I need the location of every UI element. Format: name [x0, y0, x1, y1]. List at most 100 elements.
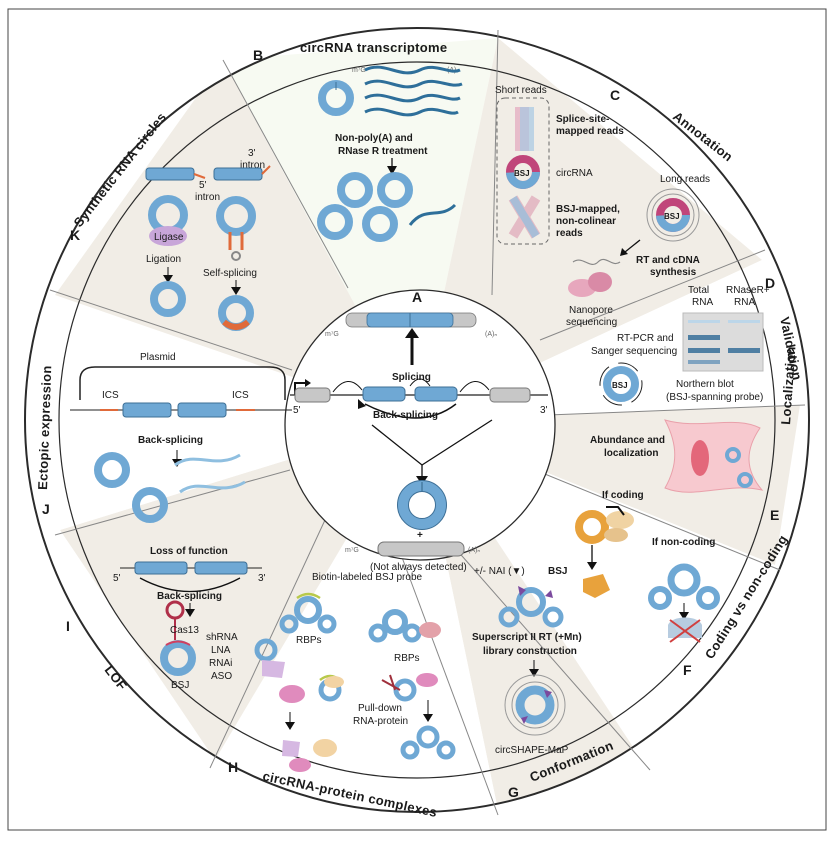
nai-label: +/- NAI (▼) — [474, 566, 525, 577]
sector-title-e: Localization — [778, 346, 798, 426]
cas13-label: Cas13 — [170, 625, 199, 636]
panel-c: Short reads BSJ Splice-site- mapped read… — [495, 85, 710, 328]
sector-letter-j: J — [42, 501, 50, 517]
sector-letter-i: I — [66, 618, 70, 634]
bsj-c: BSJ — [514, 169, 530, 178]
five-k: 5' — [199, 180, 207, 191]
nano-2: sequencing — [566, 317, 617, 328]
title-band-inner — [58, 61, 776, 779]
rbps2-label: RBPs — [394, 653, 420, 664]
ics2-label: ICS — [232, 390, 249, 401]
pre-mrna: m⁷G (A)ₙ Splicing — [325, 312, 497, 383]
sector-letter-e: E — [770, 507, 779, 523]
gene-locus: 5' 3' Back-splicing — [290, 378, 548, 485]
cap-b: m⁷G — [352, 67, 366, 74]
bsj-3: reads — [556, 228, 583, 239]
panel-e: Abundance and localization — [590, 419, 764, 493]
sector-letter-d: D — [765, 275, 775, 291]
rnaser-2: RNA — [734, 297, 755, 308]
circrna-product-a: + m⁷G (A)ₙ (Not always detected) — [345, 480, 480, 573]
abund-2: localization — [604, 448, 658, 459]
bsj-c2: BSJ — [664, 212, 680, 221]
five-prime-a: 5' — [293, 405, 301, 416]
self-label: Self-splicing — [203, 268, 257, 279]
pull-2: RNA-protein — [353, 716, 408, 727]
polya-a: (A)ₙ — [485, 331, 497, 338]
polya-a2: (A)ₙ — [468, 547, 480, 554]
sector-dividers — [49, 29, 806, 816]
panel-g: +/- NAI (▼) BSJ Superscript II RT (+Mn) … — [472, 566, 582, 756]
ligase-label: Ligase — [154, 232, 184, 243]
ss-2: library construction — [483, 646, 577, 657]
three-prime-a: 3' — [540, 405, 548, 416]
rt-2: synthesis — [650, 267, 697, 278]
ligation-label: Ligation — [146, 254, 181, 265]
three-i: 3' — [258, 573, 266, 584]
north-2: (BSJ-spanning probe) — [666, 392, 763, 403]
ss-1: Superscript II RT (+Mn) — [472, 632, 582, 643]
long-reads-label: Long reads — [660, 174, 710, 185]
not-detected-label: (Not always detected) — [370, 562, 467, 573]
rbps-label: RBPs — [296, 635, 322, 646]
panel-d: Total RNA RNaseR+ RNA RT-PCR and Sanger … — [591, 285, 770, 406]
lna-label: LNA — [211, 645, 231, 656]
rtpcr-2: Sanger sequencing — [591, 346, 677, 357]
sector-letter-c: C — [610, 87, 620, 103]
rtpcr-1: RT-PCR and — [617, 333, 674, 344]
back-splicing-label-a: Back-splicing — [373, 410, 438, 421]
sector-title-j: Ectopic expression — [35, 365, 54, 490]
outer-ring — [24, 27, 810, 813]
probe-label: Biotin-labeled BSJ probe — [312, 572, 423, 583]
center-circle — [284, 289, 556, 561]
rt-1: RT and cDNA — [636, 255, 700, 266]
sector-letter-b: B — [253, 47, 263, 63]
bsj-2: non-colinear — [556, 216, 616, 227]
panel-i: Loss of function 5' 3' Back-splicing Cas… — [113, 546, 266, 691]
panel-j: Plasmid ICS ICS Back-splicing — [70, 352, 292, 523]
nano-1: Nanopore — [569, 305, 613, 316]
panel-k: 3' intron 5' intron Ligase Ligation Self… — [145, 148, 271, 331]
short-reads-label: Short reads — [495, 85, 547, 96]
plasmid-label: Plasmid — [140, 352, 176, 363]
intron5-label: intron — [195, 192, 220, 203]
letter-a: A — [412, 289, 422, 305]
sector-letter-k: K — [70, 227, 80, 243]
abund-1: Abundance and — [590, 435, 665, 446]
noncoding-label: If non-coding — [652, 537, 715, 548]
cap-a: m⁷G — [325, 331, 339, 338]
shape-label: circSHAPE-MaP — [495, 745, 569, 756]
ics1-label: ICS — [102, 390, 119, 401]
back-j: Back-splicing — [138, 435, 203, 446]
shrna-label: shRNA — [206, 632, 238, 643]
coding-label: If coding — [602, 490, 644, 501]
five-i: 5' — [113, 573, 121, 584]
bsj-1: BSJ-mapped, — [556, 204, 620, 215]
bsj-g: BSJ — [548, 566, 567, 577]
north-1: Northern blot — [676, 379, 734, 390]
plus-a: + — [417, 530, 423, 541]
aso-label: ASO — [211, 671, 232, 682]
sector-letter-g: G — [508, 784, 519, 800]
bsj-i: BSJ — [171, 680, 189, 691]
back-i: Back-splicing — [157, 591, 222, 602]
splice-1: Splice-site- — [556, 114, 609, 125]
total-2: RNA — [692, 297, 713, 308]
sector-title-b: circRNA transcriptome — [300, 40, 447, 55]
sector-letter-f: F — [683, 662, 692, 678]
intron3-label: intron — [240, 160, 265, 171]
circrna-c: circRNA — [556, 168, 593, 179]
three-k: 3' — [248, 148, 256, 159]
total-1: Total — [688, 285, 709, 296]
cap-a2: m⁷G — [345, 547, 359, 554]
rnaser-1: RNaseR+ — [726, 285, 770, 296]
panel-b: m⁷G (A)ₙ Non-poly(A) and RNase R treatme… — [317, 65, 463, 242]
sector-letter-h: H — [228, 759, 238, 775]
lof-label: Loss of function — [150, 546, 228, 557]
treatment-2: RNase R treatment — [338, 146, 428, 157]
bsj-d: BSJ — [612, 381, 628, 390]
splice-2: mapped reads — [556, 126, 624, 137]
treatment-1: Non-poly(A) and — [335, 133, 413, 144]
panel-f: If coding If non-coding — [575, 490, 720, 643]
